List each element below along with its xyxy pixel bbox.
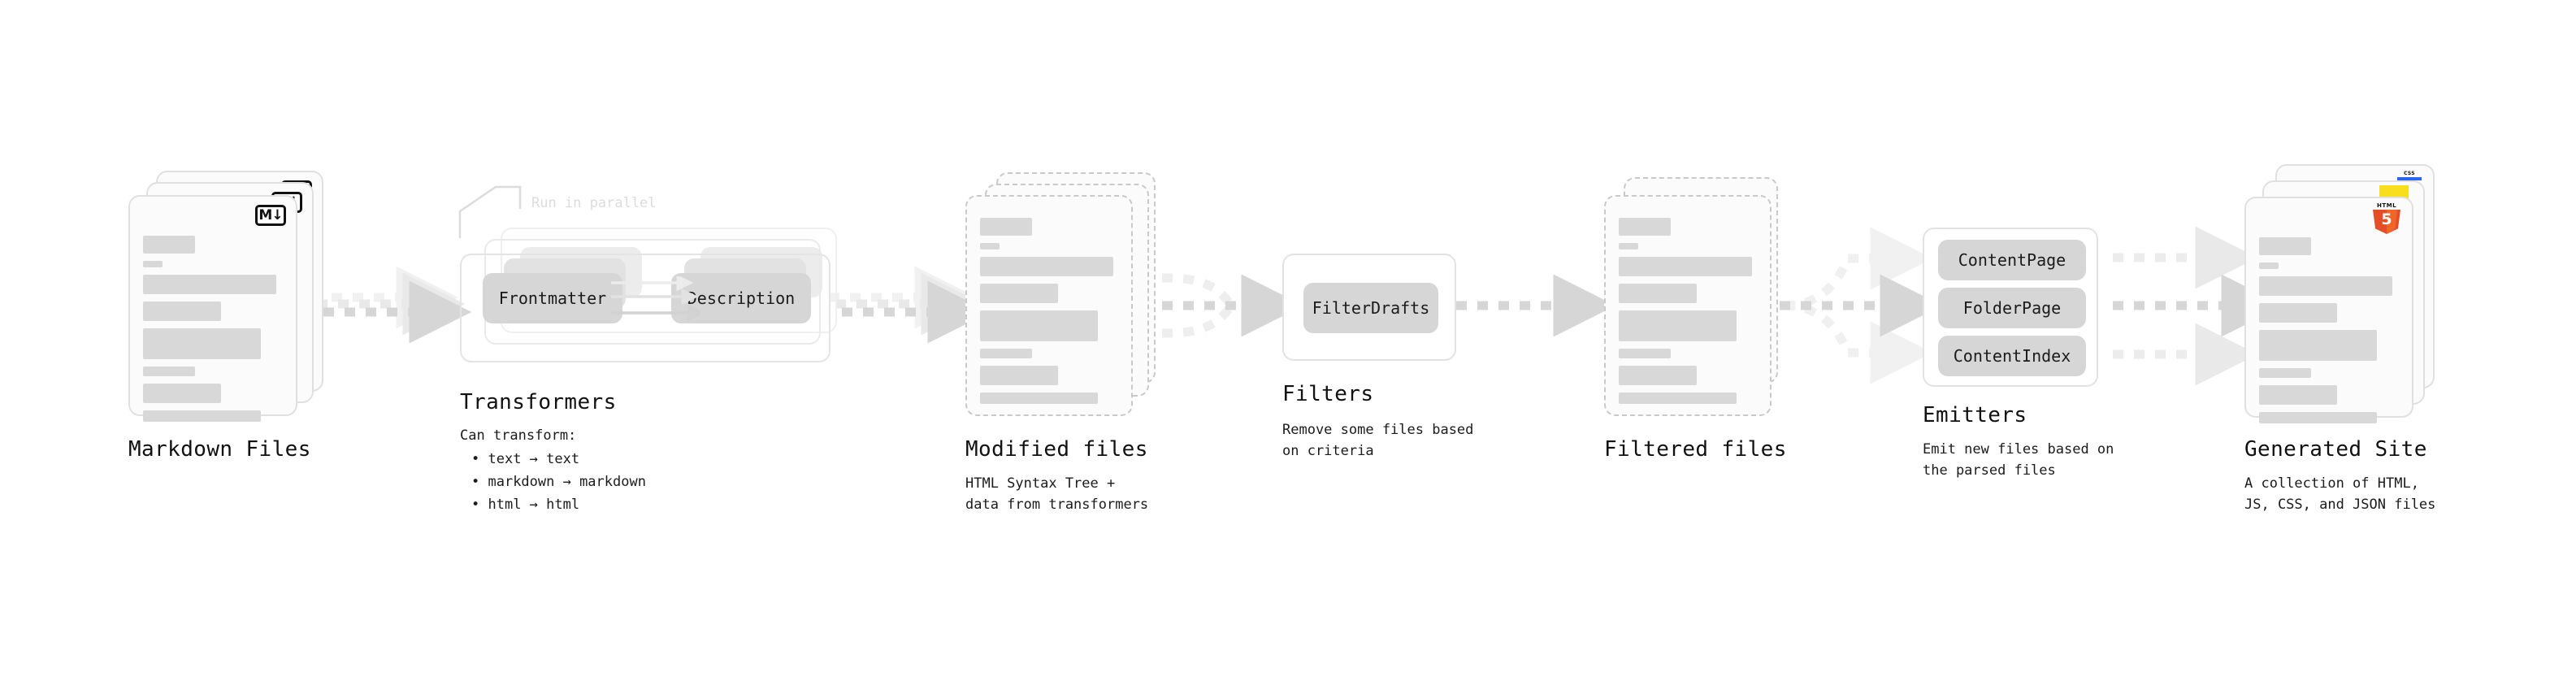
markdown-icon: M↓ [255, 205, 286, 229]
skeleton-bar [1619, 284, 1697, 303]
skeleton-bar [980, 284, 1058, 303]
emitter-pill-folderpage-label: FolderPage [1962, 298, 2062, 318]
emitter-pill-contentpage[interactable]: ContentPage [1938, 240, 2086, 280]
skeleton-bar [980, 349, 1032, 358]
skeleton-bar [1619, 243, 1638, 249]
skeleton-bar [2259, 385, 2337, 405]
emitters-description: Emit new files based on the parsed files [1923, 441, 2114, 479]
skeleton-bars [2259, 216, 2400, 431]
emitter-pill-folderpage[interactable]: FolderPage [1938, 288, 2086, 328]
site-file-card-front[interactable]: HTML 5 [2244, 197, 2413, 423]
transformers-bullet-0-label: text → text [488, 451, 580, 467]
html5-badge-label: HTML [2376, 202, 2397, 209]
filtered-files-title: Filtered files [1604, 437, 1787, 462]
transformers-bullet-2-label: html → html [488, 497, 580, 513]
css-icon: CSS [2397, 171, 2422, 180]
skeleton-bars [980, 215, 1120, 411]
skeleton-bar [1619, 393, 1737, 404]
skeleton-bar [1619, 349, 1671, 358]
transformer-pill-frontmatter[interactable]: Frontmatter [483, 273, 622, 323]
transformers-bullet-1: • markdown → markdown [471, 474, 646, 490]
transformer-pill-frontmatter-label: Frontmatter [498, 288, 607, 308]
skeleton-bar [980, 393, 1098, 404]
markdown-file-card-front[interactable]: M↓ [128, 195, 297, 422]
transformers-bullet-0: • text → text [471, 451, 580, 467]
modified-files-title: Modified files [965, 437, 1148, 462]
transformers-bullet-1-label: markdown → markdown [488, 474, 646, 490]
skeleton-bar [143, 410, 261, 422]
skeleton-bar [143, 384, 221, 403]
filters-description: Remove some files based on criteria [1282, 422, 1474, 460]
skeleton-bar [980, 243, 1000, 249]
skeleton-bar [1619, 310, 1737, 341]
skeleton-bar [2259, 412, 2377, 423]
skeleton-bar [2259, 330, 2377, 361]
emitter-pill-contentindex[interactable]: ContentIndex [1938, 336, 2086, 376]
filter-pill-filterdrafts-label: FilterDrafts [1312, 298, 1430, 318]
skeleton-bar [980, 257, 1113, 276]
skeleton-bar [143, 261, 163, 267]
skeleton-bar [980, 366, 1058, 385]
filter-pill-filterdrafts[interactable]: FilterDrafts [1303, 283, 1438, 333]
skeleton-bar [1619, 366, 1697, 385]
generated-site-description: A collection of HTML, JS, CSS, and JSON … [2244, 475, 2436, 514]
skeleton-bar [2259, 262, 2279, 269]
skeleton-bar [2259, 237, 2311, 255]
arrow-emitters-to-site [2113, 226, 2284, 386]
skeleton-bar [2259, 368, 2311, 378]
skeleton-bar [143, 367, 195, 376]
skeleton-bar [143, 328, 261, 359]
markdown-files-title: Markdown Files [128, 437, 311, 462]
skeleton-bar [143, 275, 276, 294]
skeleton-bar [980, 310, 1098, 341]
skeleton-bar [143, 236, 195, 254]
html5-badge-digit: 5 [2381, 210, 2392, 228]
emitters-card[interactable]: ContentPage FolderPage ContentIndex [1923, 228, 2098, 387]
skeleton-bar [2259, 303, 2337, 323]
emitter-pill-contentindex-label: ContentIndex [1953, 346, 2071, 366]
generated-site-title: Generated Site [2244, 437, 2427, 462]
skeleton-bar [2259, 276, 2392, 296]
run-in-parallel-label: Run in parallel [531, 195, 657, 211]
emitters-title: Emitters [1923, 403, 2027, 427]
transformer-pill-description-label: Description [687, 288, 796, 308]
skeleton-bars [1619, 215, 1759, 411]
filters-title: Filters [1282, 382, 1374, 406]
css-badge-bar [2397, 177, 2422, 180]
skeleton-bar [1619, 218, 1671, 236]
css-badge-label: CSS [2404, 171, 2415, 176]
skeleton-bar [980, 218, 1032, 236]
arrow-filtered-to-emitters [1780, 227, 1943, 384]
html5-icon: HTML 5 [2373, 202, 2400, 236]
transformers-title: Transformers [460, 390, 617, 414]
arrow-modified-to-filters [1141, 273, 1304, 338]
transformers-bullet-2: • html → html [471, 497, 580, 513]
filters-card[interactable]: FilterDrafts [1282, 254, 1456, 361]
arrow-markdown-to-transformers [310, 266, 472, 344]
skeleton-bars [143, 215, 284, 429]
filtered-file-card-front[interactable] [1604, 195, 1772, 416]
skeleton-bar [1619, 257, 1752, 276]
emitter-pill-contentpage-label: ContentPage [1958, 250, 2066, 270]
modified-file-card-front[interactable] [965, 195, 1133, 416]
transformer-inner-arrows [611, 276, 700, 322]
modified-files-description: HTML Syntax Tree + data from transformer… [965, 475, 1149, 514]
arrow-transformers-to-modified [829, 266, 991, 344]
skeleton-bar [143, 301, 221, 321]
markdown-badge-label: M [258, 206, 272, 223]
transformers-description: Can transform: [460, 427, 577, 444]
